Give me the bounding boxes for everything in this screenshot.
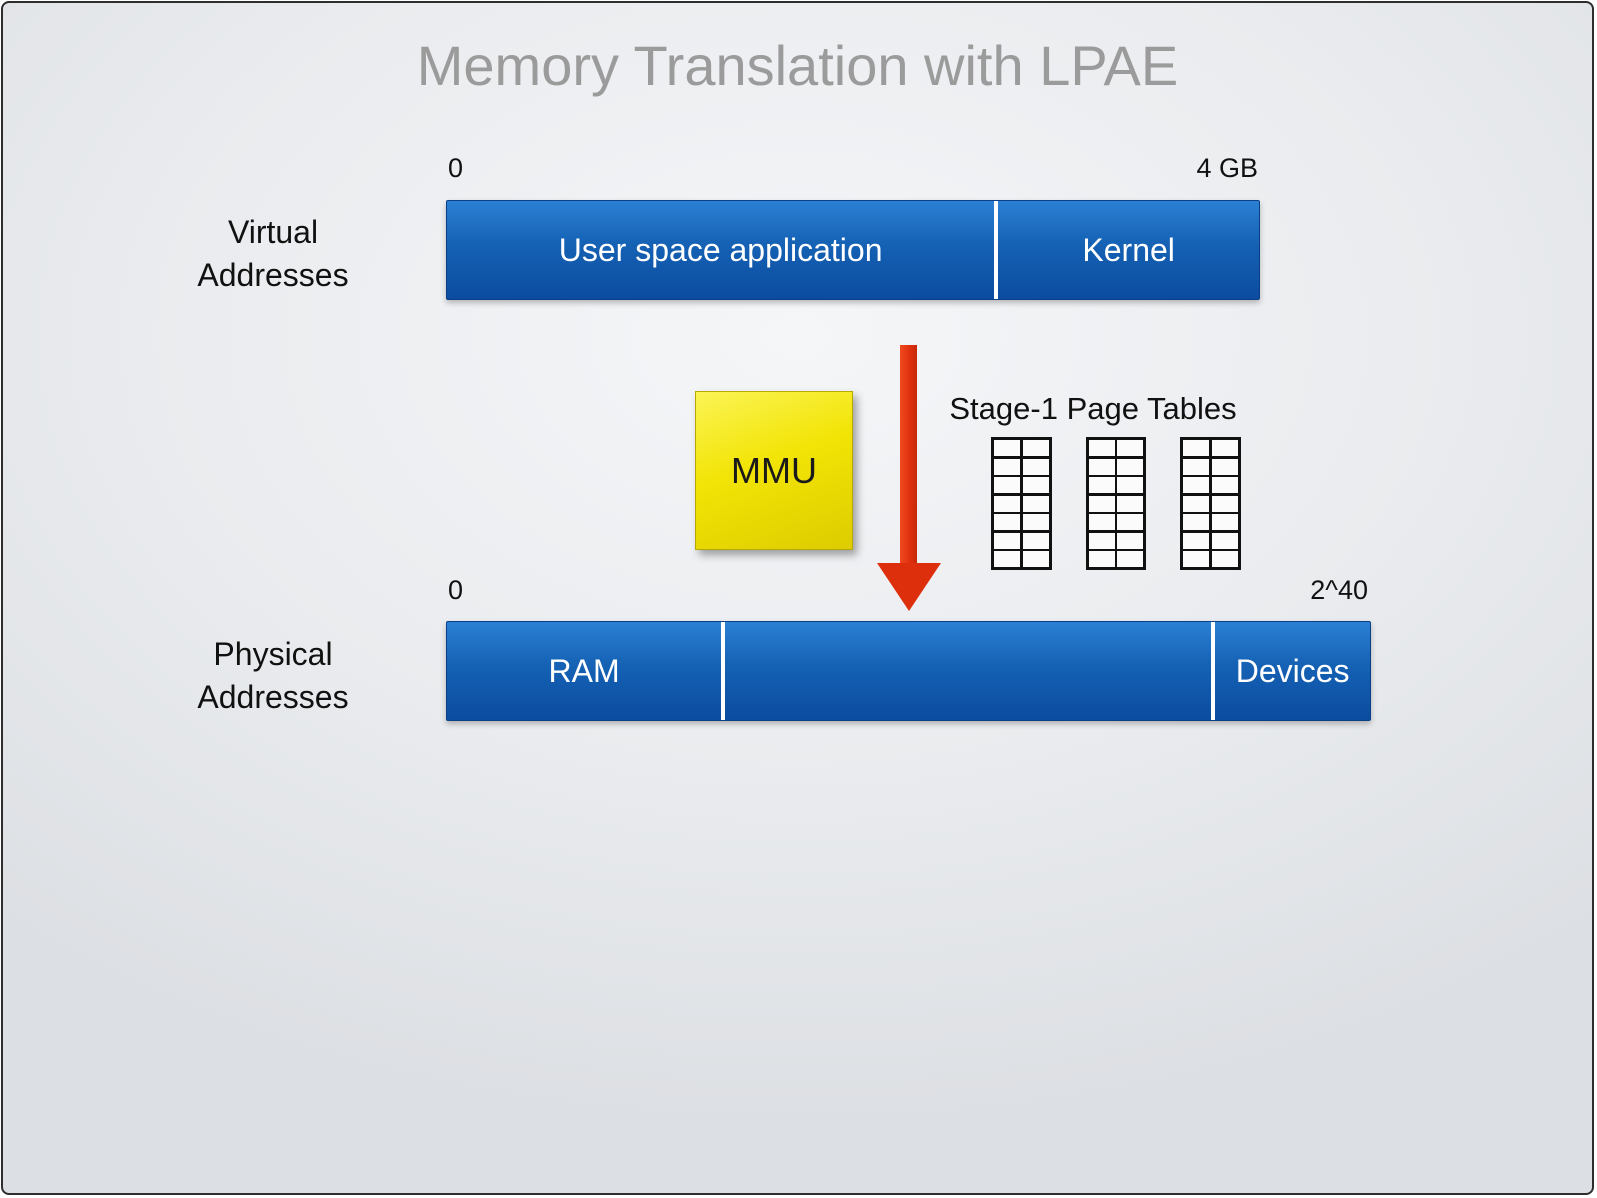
page-table-cell — [1117, 495, 1143, 512]
page-table-cell — [1088, 458, 1115, 475]
segment-user-space-application: User space application — [558, 231, 883, 268]
physical-range-start: 0 — [448, 575, 464, 605]
page-table-cell — [994, 551, 1020, 567]
page-table-cell — [1211, 477, 1238, 493]
page-table-cell — [1088, 514, 1115, 530]
page-table-cell — [1022, 551, 1049, 567]
physical-range-end: 2^40 — [1310, 575, 1368, 605]
page-table-cell — [1211, 440, 1238, 456]
page-table-cell — [1117, 514, 1143, 530]
physical-range-labels: 0 2^40 — [448, 575, 1368, 606]
translation-arrow-head — [877, 563, 941, 611]
virtual-range-end: 4 GB — [1196, 153, 1258, 183]
page-table-cell — [1117, 551, 1143, 567]
segment-kernel: Kernel — [994, 201, 1259, 299]
virtual-range-labels: 0 4 GB — [448, 153, 1258, 184]
translation-arrow-shaft — [900, 345, 917, 567]
page-table-grid-icon — [991, 437, 1052, 570]
page-table-grid-icon — [1180, 437, 1241, 570]
page-table-cell — [1211, 495, 1238, 512]
page-table-cell — [994, 514, 1020, 530]
page-table-cell — [1211, 458, 1238, 475]
page-table-cell — [1022, 440, 1049, 456]
page-table-cell — [1088, 477, 1115, 493]
page-table-cell — [1183, 532, 1209, 549]
page-tables-group — [991, 437, 1241, 570]
page-table-cell — [1183, 551, 1209, 567]
stage1-page-tables-label: Stage-1 Page Tables — [949, 391, 1237, 426]
page-table-cell — [1117, 440, 1143, 456]
page-table-cell — [1022, 477, 1049, 493]
page-table-cell — [1183, 514, 1209, 530]
page-table-cell — [1211, 514, 1238, 530]
physical-address-bar: RAM Devices — [446, 621, 1371, 721]
page-table-cell — [1088, 532, 1115, 549]
virtual-range-start: 0 — [448, 153, 464, 183]
page-table-cell — [1022, 514, 1049, 530]
segment-ram: RAM — [548, 652, 620, 689]
page-table-cell — [1022, 495, 1049, 512]
page-table-cell — [1022, 532, 1049, 549]
page-table-grid-icon — [1085, 437, 1146, 570]
page-table-cell — [1183, 477, 1209, 493]
page-table-cell — [994, 458, 1020, 475]
page-table-cell — [1117, 477, 1143, 493]
page-table-cell — [1183, 440, 1209, 456]
page-table-cell — [1211, 551, 1238, 567]
page-table-cell — [1088, 440, 1115, 456]
page-table-cell — [1117, 532, 1143, 549]
virtual-addresses-label: Virtual Addresses — [197, 214, 349, 294]
mmu-box: MMU — [695, 391, 853, 550]
slide-title: Memory Translation with LPAE — [416, 34, 1179, 97]
page-table-cell — [1088, 551, 1115, 567]
segment-unmapped — [721, 622, 1211, 720]
page-table-cell — [1117, 458, 1143, 475]
segment-devices: Devices — [1211, 622, 1370, 720]
page-table-cell — [994, 495, 1020, 512]
page-table-cell — [1088, 495, 1115, 512]
page-table-cell — [1211, 532, 1238, 549]
page-table-cell — [1183, 458, 1209, 475]
virtual-address-bar: User space application Kernel — [446, 200, 1260, 300]
page-table-cell — [994, 440, 1020, 456]
page-table-cell — [1022, 458, 1049, 475]
page-table-cell — [994, 477, 1020, 493]
page-table-cell — [1183, 495, 1209, 512]
physical-addresses-label: Physical Addresses — [197, 636, 349, 716]
page-table-cell — [994, 532, 1020, 549]
